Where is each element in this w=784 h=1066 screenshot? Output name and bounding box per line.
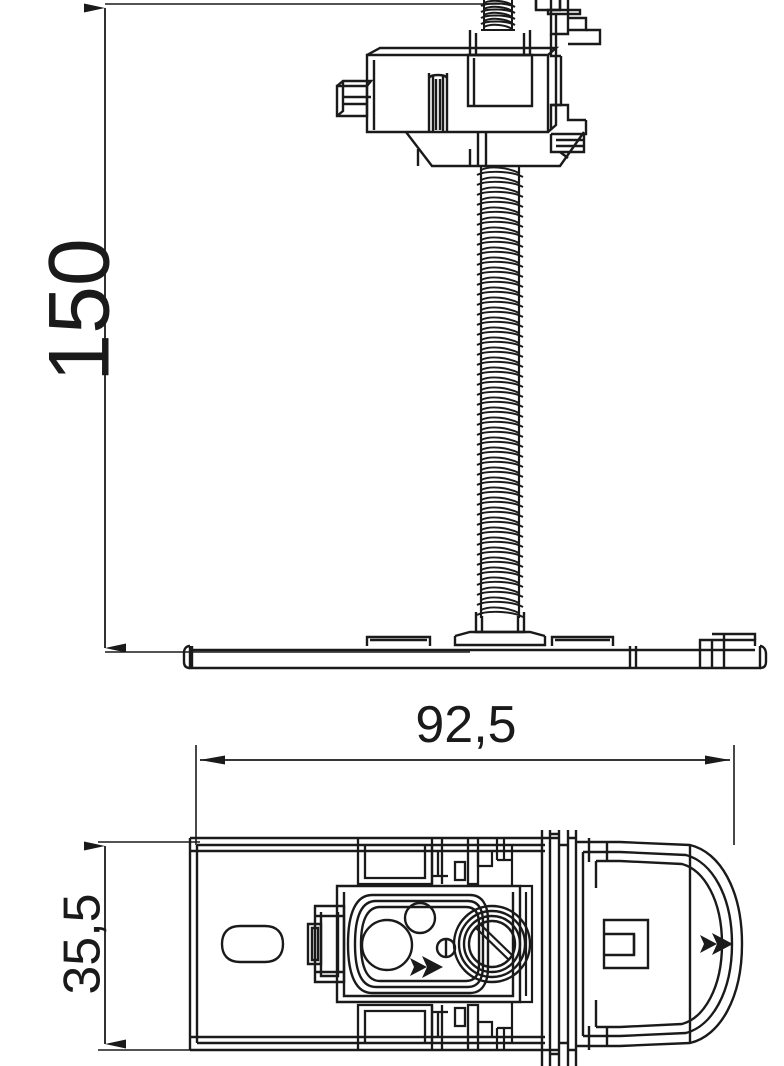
base-plate-profile xyxy=(182,630,768,670)
dimension-150 xyxy=(84,3,500,653)
direction-arrow-nose xyxy=(700,933,733,955)
oblong-slot xyxy=(220,924,285,964)
dimension-92-5 xyxy=(195,745,735,845)
dimension-label-length: 92,5 xyxy=(415,696,516,754)
upper-right-flange xyxy=(534,0,602,159)
direction-arrow-center xyxy=(410,956,443,978)
plan-corner-details xyxy=(476,838,534,1050)
plan-outer-body xyxy=(188,836,560,1052)
side-elevation-view xyxy=(182,0,768,670)
threaded-rod xyxy=(476,166,524,618)
dimension-35-5 xyxy=(84,841,200,1051)
bottom-plan-view xyxy=(188,830,744,1066)
upper-threaded-rod-stub xyxy=(480,0,516,31)
dimension-label-height: 150 xyxy=(32,238,128,382)
plan-nose-section xyxy=(576,838,744,1050)
plan-vertical-ribs xyxy=(540,830,578,1066)
dimension-label-width: 35,5 xyxy=(54,893,112,994)
plan-frame-members xyxy=(356,838,480,1050)
